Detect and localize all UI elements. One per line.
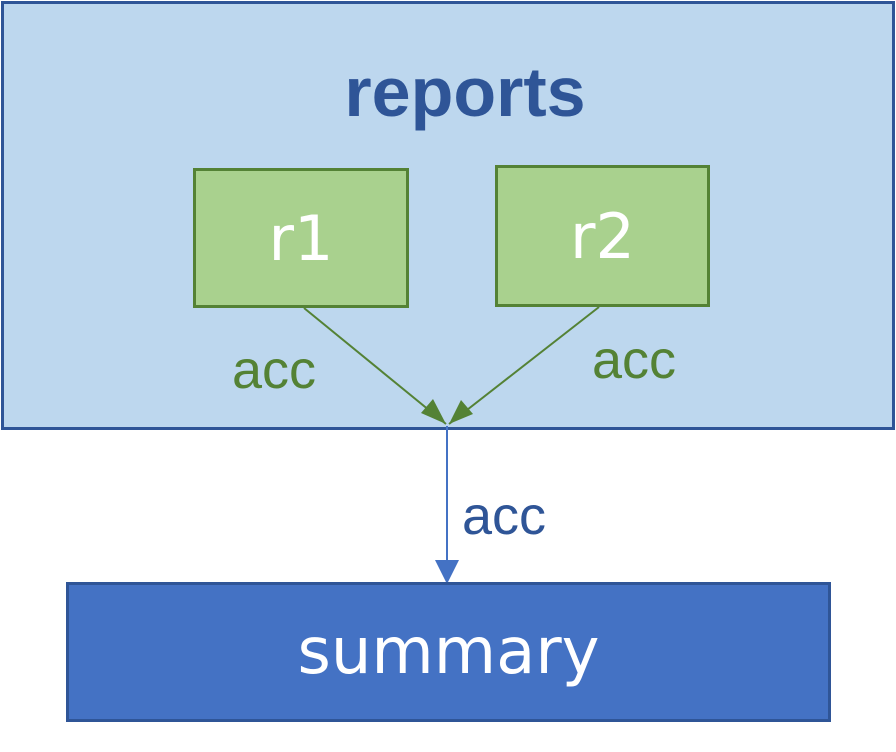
arrowhead-r1 [421,399,446,424]
arrow-r2-to-merge [448,306,600,425]
edge-label-summary: acc [462,486,547,546]
arrowhead-r2 [449,400,473,424]
report-node-r1: r1 [193,168,409,308]
summary-node: summary [66,582,831,722]
arrowhead-summary [435,560,459,584]
edge-label-r2: acc [592,330,677,390]
reports-group-title: reports [344,53,586,131]
edge-label-r1: acc [232,340,317,400]
arrow-r1-to-merge [303,307,447,425]
reports-group [1,1,895,430]
report-node-r2: r2 [495,165,710,307]
